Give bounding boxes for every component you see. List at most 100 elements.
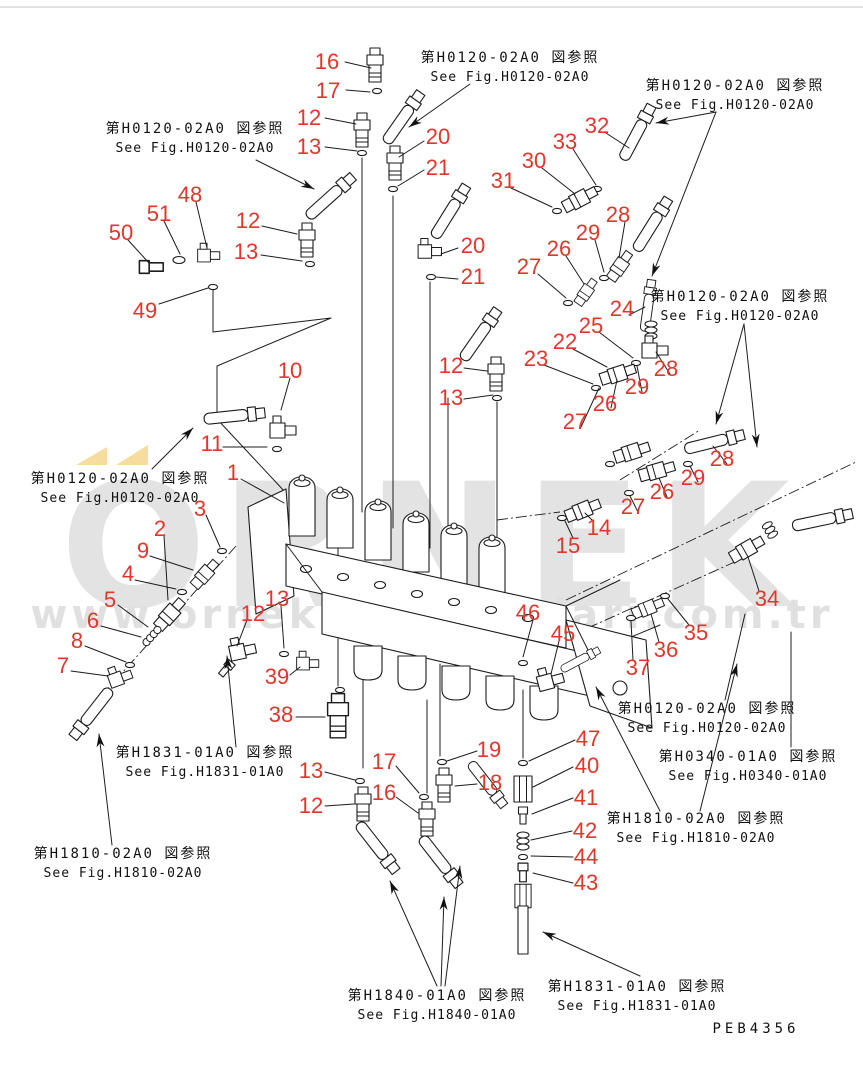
figure-references: 第H0120-02A0 図参照 See Fig.H0120-02A0 第H0120-… — [31, 49, 838, 1023]
fig-ref-en: See Fig.H0340-01A0 — [669, 769, 828, 784]
part-fitting — [366, 47, 384, 83]
fig-ref-jp: 第H0120-02A0 図参照 — [618, 700, 797, 717]
fig-ref-jp: 第H1810-02A0 図参照 — [607, 810, 786, 827]
fig-ref-jp: 第H0120-02A0 図参照 — [651, 288, 830, 305]
reference-arrows — [96, 83, 792, 987]
callout-29: 29 — [576, 220, 600, 245]
callout-7: 7 — [57, 653, 69, 678]
callout-28: 28 — [654, 356, 678, 381]
fig-ref-jp: 第H0120-02A0 図参照 — [31, 470, 210, 487]
callout-40: 40 — [575, 753, 599, 778]
fig-ref-jp: 第H0120-02A0 図参照 — [646, 77, 825, 94]
callout-18: 18 — [478, 770, 502, 795]
callout-24: 24 — [610, 296, 634, 321]
callout-17: 17 — [372, 749, 396, 774]
fig-ref-en: See Fig.H0120-02A0 — [628, 721, 787, 736]
callout-6: 6 — [87, 608, 99, 633]
fig-ref-jp: 第H0120-02A0 図参照 — [421, 49, 600, 66]
fig-ref-jp: 第H0120-02A0 図参照 — [106, 120, 285, 137]
callout-21: 21 — [426, 155, 450, 180]
callout-45: 45 — [551, 621, 575, 646]
callout-27: 27 — [621, 494, 645, 519]
fig-ref-en: See Fig.H0120-02A0 — [431, 70, 590, 85]
fig-ref-en: See Fig.H0120-02A0 — [661, 309, 820, 324]
callout-5: 5 — [104, 587, 116, 612]
callout-12: 12 — [241, 601, 265, 626]
callout-48: 48 — [178, 182, 202, 207]
callout-26: 26 — [547, 236, 571, 261]
callout-14: 14 — [587, 515, 611, 540]
callout-49: 49 — [133, 298, 157, 323]
callout-29: 29 — [625, 374, 649, 399]
valve-block — [247, 474, 653, 729]
leader-lines — [70, 61, 760, 884]
fig-ref-en: See Fig.H0120-02A0 — [116, 141, 275, 156]
callout-20: 20 — [461, 233, 485, 258]
callout-35: 35 — [684, 620, 708, 645]
callout-1: 1 — [227, 460, 239, 485]
callout-26: 26 — [593, 391, 617, 416]
callout-20: 20 — [426, 124, 450, 149]
callout-27: 27 — [563, 409, 587, 434]
callout-41: 41 — [574, 785, 598, 810]
callout-30: 30 — [522, 148, 546, 173]
callout-13: 13 — [439, 385, 463, 410]
callout-11: 11 — [201, 431, 224, 456]
callout-26: 26 — [650, 479, 674, 504]
fig-ref-jp: 第H0340-01A0 図参照 — [659, 748, 838, 765]
callout-29: 29 — [681, 465, 705, 490]
callout-37: 37 — [626, 655, 650, 680]
callout-28: 28 — [606, 202, 630, 227]
callout-39: 39 — [265, 664, 289, 689]
parts-linework — [66, 47, 855, 955]
callout-42: 42 — [573, 818, 597, 843]
callout-10: 10 — [278, 358, 302, 383]
callout-22: 22 — [553, 329, 577, 354]
callout-46: 46 — [516, 600, 540, 625]
callout-28: 28 — [710, 446, 734, 471]
callout-43: 43 — [574, 870, 598, 895]
watermark-triangle-icon — [116, 445, 148, 465]
callout-50: 50 — [109, 220, 133, 245]
callout-9: 9 — [137, 538, 149, 563]
fig-ref-jp: 第H1831-01A0 図参照 — [548, 978, 727, 995]
callout-12: 12 — [236, 208, 260, 233]
fig-ref-en: See Fig.H0120-02A0 — [656, 98, 815, 113]
callout-13: 13 — [265, 586, 289, 611]
callout-13: 13 — [297, 134, 321, 159]
callout-51: 51 — [147, 201, 171, 226]
callout-31: 31 — [491, 168, 515, 193]
callout-13: 13 — [299, 758, 323, 783]
callout-8: 8 — [71, 628, 83, 653]
callout-19: 19 — [477, 737, 501, 762]
fig-ref-jp: 第H1840-01A0 図参照 — [348, 987, 527, 1004]
callout-36: 36 — [654, 637, 678, 662]
fig-ref-jp: 第H1831-01A0 図参照 — [116, 744, 295, 761]
callout-32: 32 — [585, 113, 609, 138]
callout-44: 44 — [574, 844, 598, 869]
callout-25: 25 — [579, 313, 603, 338]
callout-12: 12 — [297, 105, 321, 130]
fig-ref-en: See Fig.H1810-02A0 — [617, 831, 776, 846]
part-hose — [379, 88, 428, 148]
fig-ref-jp: 第H1810-02A0 図参照 — [34, 845, 213, 862]
callout-34: 34 — [755, 586, 779, 611]
fig-ref-en: See Fig.H1840-01A0 — [358, 1008, 517, 1023]
callout-12: 12 — [439, 353, 463, 378]
callout-13: 13 — [234, 239, 258, 264]
callout-38: 38 — [269, 702, 293, 727]
callout-33: 33 — [553, 129, 577, 154]
callout-16: 16 — [315, 49, 339, 74]
callout-16: 16 — [372, 780, 396, 805]
part-tube — [517, 905, 529, 955]
callout-4: 4 — [122, 561, 134, 586]
fig-ref-en: See Fig.H0120-02A0 — [41, 491, 200, 506]
callout-17: 17 — [316, 78, 340, 103]
watermark-triangle-icon — [76, 447, 107, 465]
plate-code: PEB4356 — [712, 1021, 799, 1037]
callout-2: 2 — [154, 516, 166, 541]
callout-3: 3 — [194, 496, 206, 521]
